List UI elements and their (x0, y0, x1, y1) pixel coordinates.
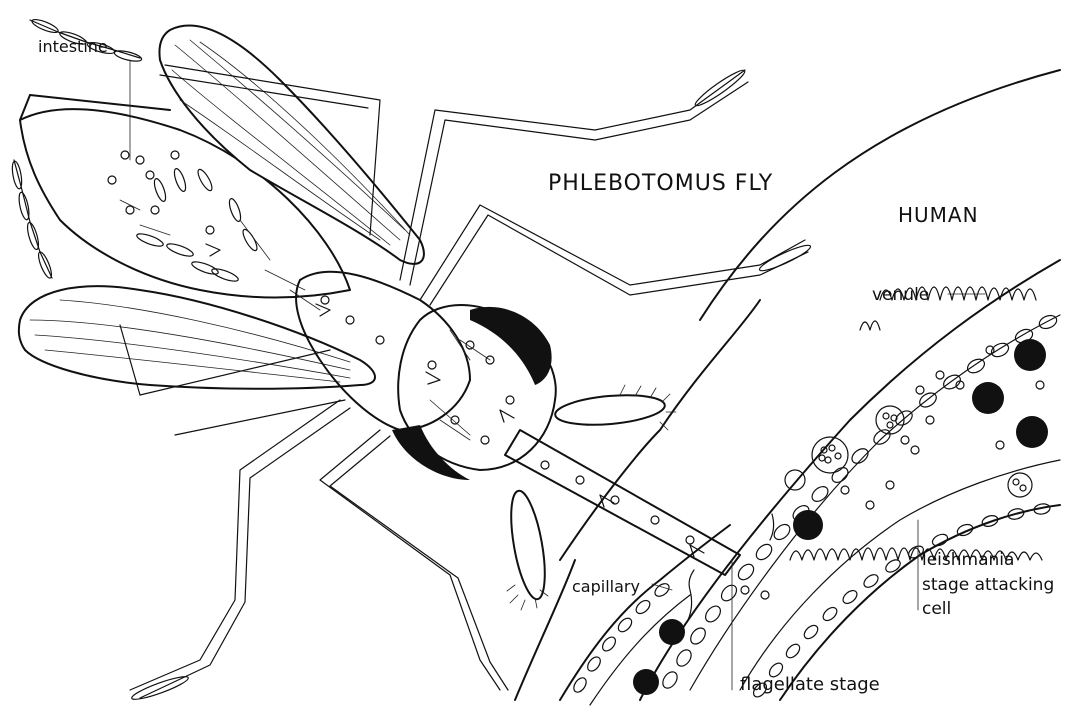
label-leishmania-line1: leishmania (922, 550, 1014, 570)
fly-palp-right (554, 391, 666, 428)
label-human: HUMAN (898, 203, 979, 227)
label-flagellate-stage: flagellate stage (740, 674, 880, 695)
label-phlebotomus-fly: PHLEBOTOMUS FLY (548, 171, 773, 196)
fly-antennae (11, 17, 143, 279)
phlebotomus-fly (11, 17, 813, 703)
venule-vessel (640, 260, 1060, 700)
label-leishmania-line3: cell (922, 599, 951, 619)
label-leishmania-line2: stage attacking (922, 575, 1054, 595)
human-body-outline (515, 70, 1060, 700)
label-venule: venule (872, 285, 929, 305)
fly-palp-left (505, 488, 552, 601)
label-capillary: capillary (572, 577, 640, 596)
label-intestine: intestine (38, 37, 108, 56)
